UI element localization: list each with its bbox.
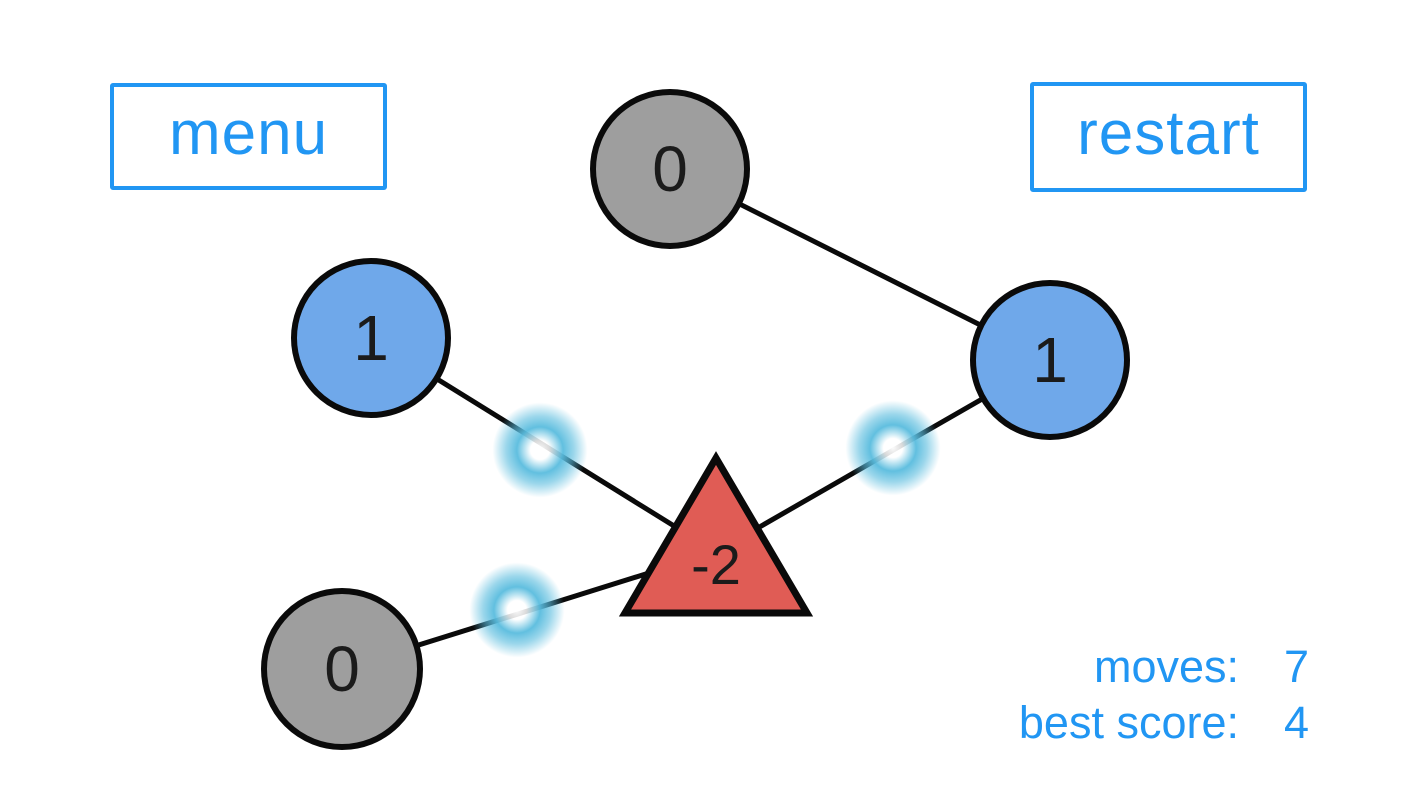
edge-glow-dot[interactable] (469, 562, 565, 658)
edge-glow-dot[interactable] (492, 402, 588, 498)
edge-glow-dot[interactable] (845, 400, 941, 496)
moves-value: 7 (1283, 641, 1309, 692)
node-bottom-circle-value: 0 (324, 633, 360, 705)
node-right-circle[interactable]: 1 (970, 280, 1130, 440)
node-right-circle-value: 1 (1032, 324, 1068, 396)
best-score-value: 4 (1283, 696, 1309, 748)
node-triangle[interactable] (618, 451, 814, 617)
node-top-circle[interactable]: 0 (590, 89, 750, 249)
menu-button[interactable]: menu (110, 83, 387, 190)
node-triangle-value: -2 (691, 533, 741, 597)
moves-label: moves: (1093, 641, 1239, 692)
node-top-circle-value: 0 (652, 133, 688, 205)
node-bottom-circle[interactable]: 0 (261, 588, 423, 750)
restart-button[interactable]: restart (1030, 82, 1307, 192)
score-panel: moves: 7 best score: 4 (1019, 642, 1309, 747)
node-left-circle-value: 1 (353, 302, 389, 374)
best-score-label: best score: (1018, 696, 1239, 748)
node-left-circle[interactable]: 1 (291, 258, 451, 418)
